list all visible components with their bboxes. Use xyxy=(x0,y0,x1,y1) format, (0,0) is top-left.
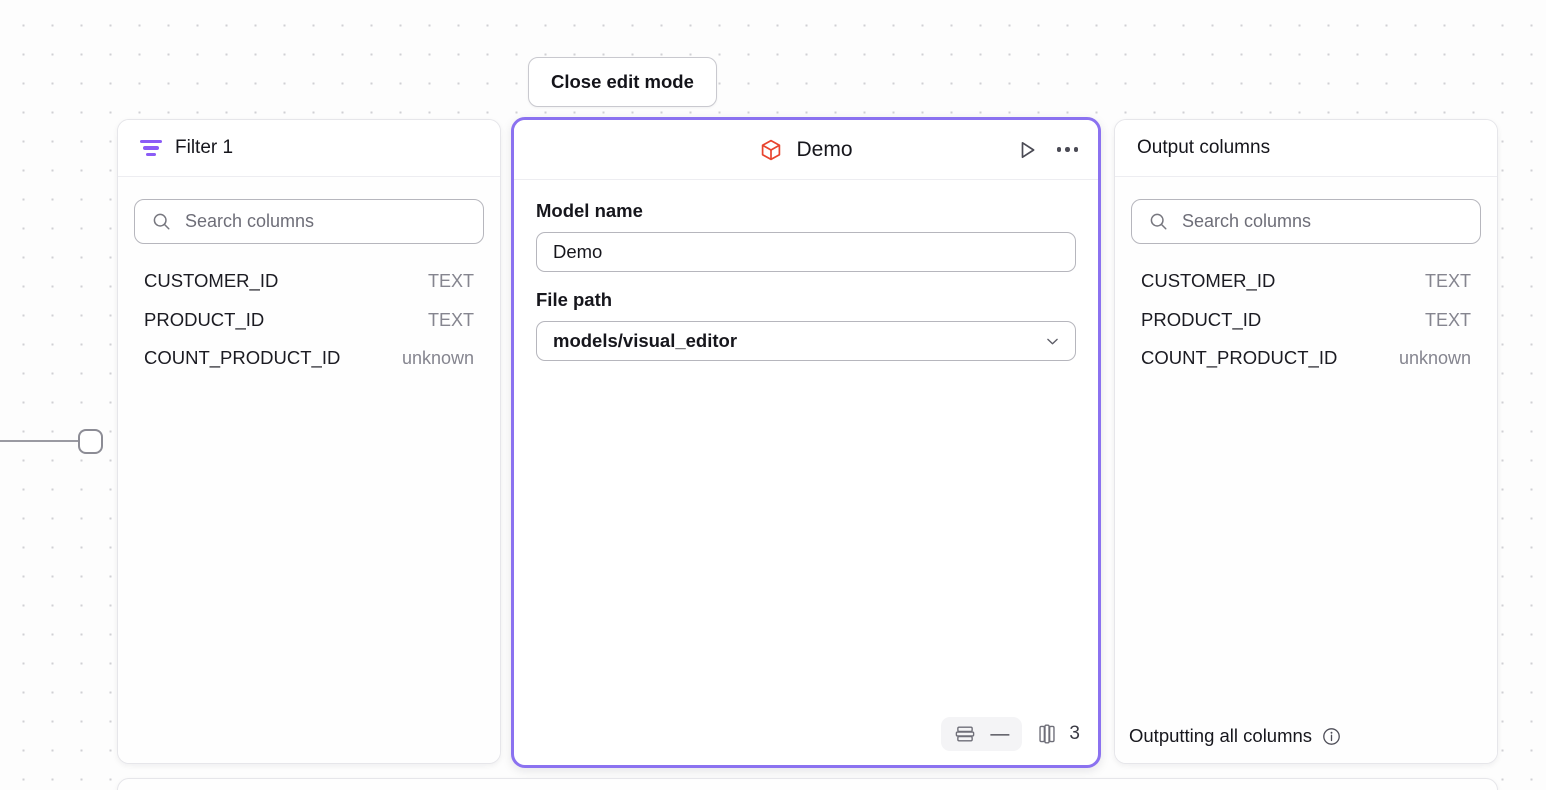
cube-icon xyxy=(762,139,781,160)
demo-panel-title: Demo xyxy=(796,137,853,161)
column-row[interactable]: PRODUCT_ID TEXT xyxy=(144,309,474,348)
file-path-label: File path xyxy=(536,289,613,310)
rows-preview-toggle[interactable]: — xyxy=(941,717,1023,751)
column-name: CUSTOMER_ID xyxy=(1141,270,1276,291)
chevron-down-icon xyxy=(1047,338,1058,344)
filter-search-input[interactable]: Search columns xyxy=(134,199,484,244)
column-row[interactable]: COUNT_PRODUCT_ID unknown xyxy=(144,347,474,386)
output-search-input[interactable]: Search columns xyxy=(1131,199,1481,244)
filter-panel-header: Filter 1 xyxy=(118,120,500,177)
file-path-value: models/visual_editor xyxy=(553,330,738,351)
column-row[interactable]: CUSTOMER_ID TEXT xyxy=(144,270,474,309)
filter-icon xyxy=(140,139,162,157)
model-name-input[interactable]: Demo xyxy=(536,232,1076,272)
output-search-placeholder: Search columns xyxy=(1182,211,1312,231)
output-panel-footer: Outputting all columns xyxy=(1115,709,1497,763)
bottom-panel-partial[interactable] xyxy=(117,778,1498,790)
columns-count-group[interactable]: 3 xyxy=(1036,723,1080,745)
column-name: COUNT_PRODUCT_ID xyxy=(144,347,341,368)
column-type: TEXT xyxy=(427,309,474,330)
info-icon[interactable] xyxy=(1321,726,1342,747)
demo-panel-header: Demo xyxy=(514,120,1098,180)
play-icon xyxy=(1021,141,1034,158)
output-panel-title: Output columns xyxy=(1137,137,1271,158)
output-panel-header: Output columns xyxy=(1115,120,1497,177)
demo-panel-form: Model name Demo File path models/visual_… xyxy=(514,180,1098,361)
outputting-all-columns-label: Outputting all columns xyxy=(1129,725,1313,746)
column-type: TEXT xyxy=(427,271,474,291)
column-row[interactable]: PRODUCT_ID TEXT xyxy=(1141,309,1471,348)
column-type: TEXT xyxy=(1424,271,1471,291)
filter-column-list: CUSTOMER_ID TEXT PRODUCT_ID TEXT COUNT_PRODU… xyxy=(134,270,484,386)
file-path-select[interactable]: models/visual_editor xyxy=(536,321,1076,361)
close-edit-mode-button[interactable]: Close edit mode xyxy=(528,57,717,107)
column-type: TEXT xyxy=(1424,309,1471,330)
demo-panel-footer: — 3 xyxy=(941,717,1080,751)
column-name: PRODUCT_ID xyxy=(144,308,265,330)
output-columns-panel[interactable]: Output columns Search columns CUSTOMER_I… xyxy=(1114,119,1498,764)
search-icon xyxy=(1150,213,1167,230)
column-name: CUSTOMER_ID xyxy=(144,270,279,291)
edge-connector-line xyxy=(0,440,82,442)
demo-model-panel[interactable]: Demo Model name Demo File path models/vi… xyxy=(511,117,1101,768)
output-column-list: CUSTOMER_ID TEXT PRODUCT_ID TEXT COUNT_PRODU… xyxy=(1131,270,1481,386)
columns-count-value: 3 xyxy=(1069,723,1080,744)
run-model-button[interactable] xyxy=(1015,138,1039,162)
column-row[interactable]: CUSTOMER_ID TEXT xyxy=(1141,270,1471,309)
rows-icon xyxy=(956,726,975,742)
column-type: unknown xyxy=(1398,348,1471,368)
column-name: COUNT_PRODUCT_ID xyxy=(1141,347,1338,368)
search-icon xyxy=(153,213,170,230)
filter-panel-title: Filter 1 xyxy=(175,137,234,158)
rows-count-value: — xyxy=(990,723,1010,745)
filter-search-placeholder: Search columns xyxy=(185,211,315,231)
model-name-label: Model name xyxy=(536,200,643,221)
column-name: PRODUCT_ID xyxy=(1141,308,1262,330)
column-row[interactable]: COUNT_PRODUCT_ID unknown xyxy=(1141,347,1471,386)
column-type: unknown xyxy=(401,348,474,368)
edge-connector-handle[interactable] xyxy=(78,429,103,454)
columns-icon xyxy=(1039,724,1056,744)
more-options-button[interactable] xyxy=(1055,141,1081,158)
